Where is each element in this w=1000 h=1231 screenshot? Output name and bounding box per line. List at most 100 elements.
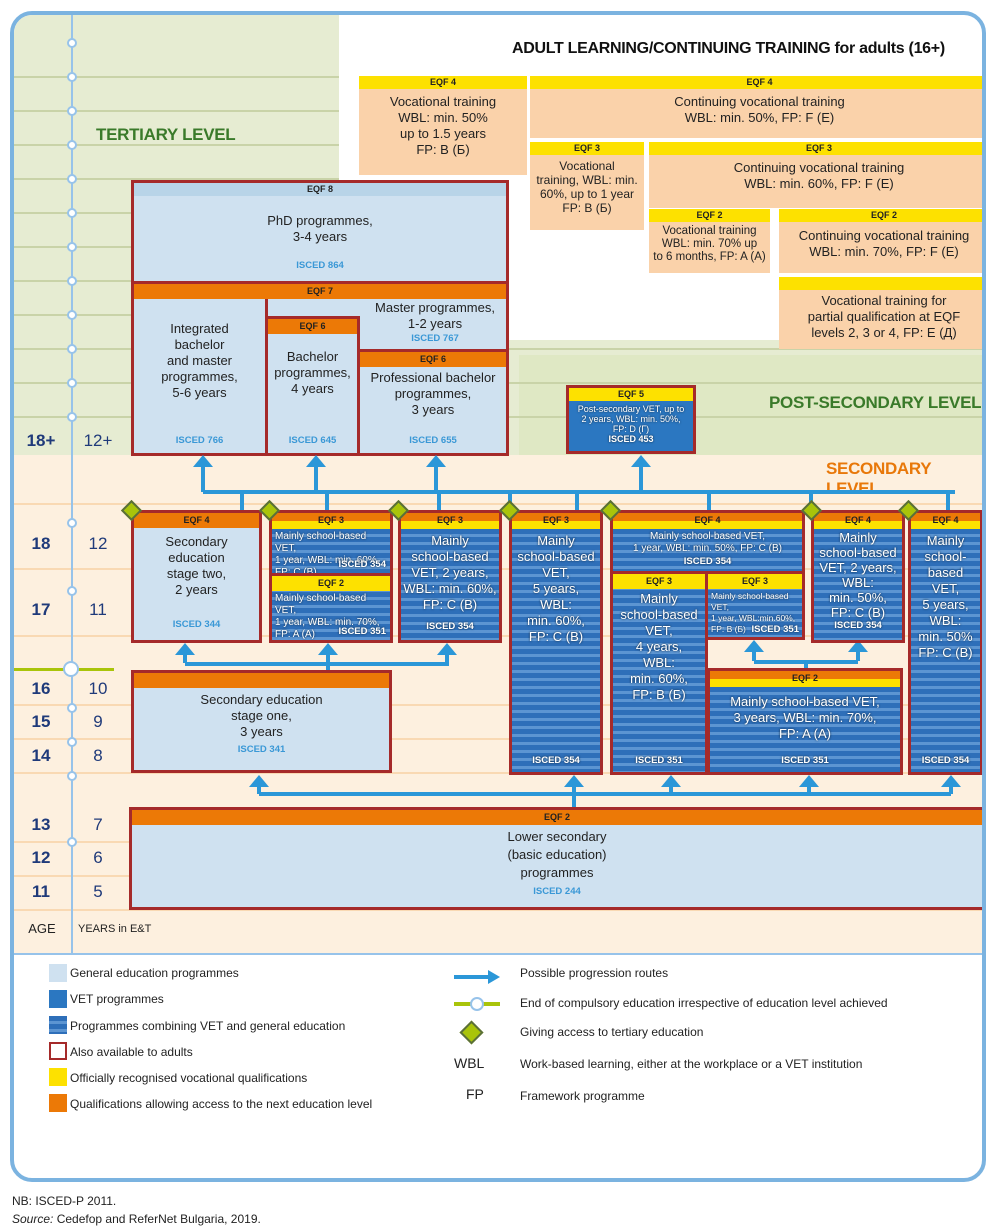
gridline [14,909,982,911]
eqf-label: EQF 2 [710,671,900,687]
programme-text: Continuing vocational training WBL: min.… [798,228,970,259]
progression-route-line [639,465,643,492]
programme-text: Mainly school-based VET, 5 years, WBL: m… [517,533,595,644]
progression-route-line [707,492,711,512]
years-label: 8 [93,746,103,765]
arrow-head-icon [175,643,195,655]
years-label: 7 [93,815,103,834]
nb-note: NB: ISCED-P 2011. [12,1194,117,1208]
axis-dot [67,703,77,713]
programme-text: Continuing vocational training WBL: min.… [733,160,905,191]
adult-continuing-eqf4: EQF 4 Continuing vocational training WBL… [530,76,982,138]
eqf-label: EQF 3 [272,513,390,529]
programme-text: Mainly school-based VET, 2 years, WBL: m… [819,530,897,620]
progression-arrow-icon [454,970,500,984]
legend-label: Work-based learning, either at the workp… [520,1057,863,1071]
wbl-abbreviation: WBL [454,1055,485,1071]
arrow-head-icon [193,455,213,467]
axis-dot [67,38,77,48]
integrated-bachelor-master: Integrated bachelor and master programme… [134,299,265,453]
years-label: 6 [93,848,103,867]
isced-code: ISCED 767 [411,333,459,344]
adult-continuing-eqf3: EQF 3 Continuing vocational training WBL… [649,142,982,208]
diagram-frame: ADULT LEARNING/CONTINUING TRAINING for a… [10,11,986,1182]
school-based-vet-1y-eqf3: EQF 3 Mainly school-based VET, 1 year, W… [269,510,393,576]
years-label: 12 [88,534,108,553]
isced-code: ISCED 354 [338,559,386,570]
isced-code: ISCED 354 [532,755,580,766]
programme-text: PhD programmes, 3-4 years [267,213,373,244]
programme-text: Vocational training, WBL: min. 60%, up t… [536,159,638,215]
school-based-vet-1y-eqf2: EQF 2 Mainly school-based VET, 1 year, W… [269,573,393,643]
progression-route-line [326,650,330,663]
arrow-head-icon [744,640,764,652]
isced-code: ISCED 341 [237,744,286,755]
programme-text: Bachelor programmes, 4 years [274,349,351,396]
age-label: 18 [31,534,51,553]
bachelor-programmes: EQF 6 Bachelor programmes, 4 years ISCED… [265,316,360,456]
age-label: 16 [31,679,51,698]
programme-text: Mainly school-based VET, 1 year, WBL:min… [711,591,796,634]
programme-text: Lower secondary (basic education) progra… [507,829,607,880]
legend-divider [14,953,982,955]
school-based-vet-5y-eqf4: EQF 4 Mainly school- based VET, 5 years,… [908,510,982,775]
eqf-label [779,277,982,290]
eqf-label: EQF 4 [613,513,802,529]
age-label: 14 [31,746,51,765]
axis-dot [67,242,77,252]
isced-code: ISCED 344 [172,619,221,630]
arrow-head-icon [799,775,819,787]
gridline [14,738,982,740]
programme-text: Mainly school-based VET, 2 years, WBL: m… [403,533,497,612]
general-education-swatch [49,964,67,982]
isced-code: ISCED 351 [338,626,386,637]
source-text: Cedefop and ReferNet Bulgaria, 2019. [53,1212,261,1226]
isced-code: ISCED 351 [781,755,829,766]
axis-dot [67,737,77,747]
combined-swatch [49,1016,67,1034]
legend-label: Also available to adults [70,1045,193,1059]
legend-label: Possible progression routes [520,966,669,980]
axis-dot [67,310,77,320]
years-label: 11 [89,600,107,619]
eqf-label: EQF 2 [272,576,390,591]
arrow-head-icon [249,775,269,787]
axis-dot [67,140,77,150]
school-based-vet-2y-eqf4: EQF 4 Mainly school-based VET, 2 years, … [811,510,905,643]
programme-text: Mainly school-based VET, 1 year, WBL: mi… [275,593,380,640]
post-secondary-level-title: POST-SECONDARY LEVEL [769,393,982,412]
tertiary-level-title: TERTIARY LEVEL [96,125,236,144]
programme-text: Mainly school- based VET, 5 years, WBL: … [918,533,973,660]
axis-dot [67,586,77,596]
progression-route-line [804,662,808,670]
eqf-label: EQF 3 [708,574,802,589]
isced-code: ISCED 354 [834,620,882,631]
age-axis-line [71,15,73,953]
fp-abbreviation: FP [466,1086,484,1102]
eqf-label: EQF 4 [134,513,259,528]
isced-code: ISCED 453 [608,434,654,444]
progression-route-line [752,648,756,661]
progression-route-line [201,465,205,492]
vocational-qualification-swatch [49,1068,67,1086]
age-label: 11 [32,882,50,901]
adults-swatch [49,1042,67,1060]
school-based-vet-2y-eqf3: EQF 3 Mainly school-based VET, 2 years, … [398,510,502,643]
age-label: 17 [31,600,51,619]
programme-text: Secondary education stage two, 2 years [165,534,228,597]
age-label: 15 [31,712,51,731]
adult-partial-qualification: Vocational training for partial qualific… [779,277,982,349]
eqf-label: EQF 3 [530,142,644,155]
eqf-label: EQF 3 [512,513,600,529]
arrow-head-icon [426,455,446,467]
years-label: 9 [93,712,103,731]
adult-vocational-eqf2: EQF 2 Vocational training WBL: min. 70% … [649,209,770,273]
gridline [14,178,339,180]
progression-route-line [946,492,950,512]
progression-route-line [669,781,673,794]
progression-route-line [437,492,441,512]
legend-label: Framework programme [520,1089,645,1103]
isced-code: ISCED 244 [533,886,581,897]
eqf-label: EQF 5 [569,388,693,401]
eqf-label [134,673,389,688]
